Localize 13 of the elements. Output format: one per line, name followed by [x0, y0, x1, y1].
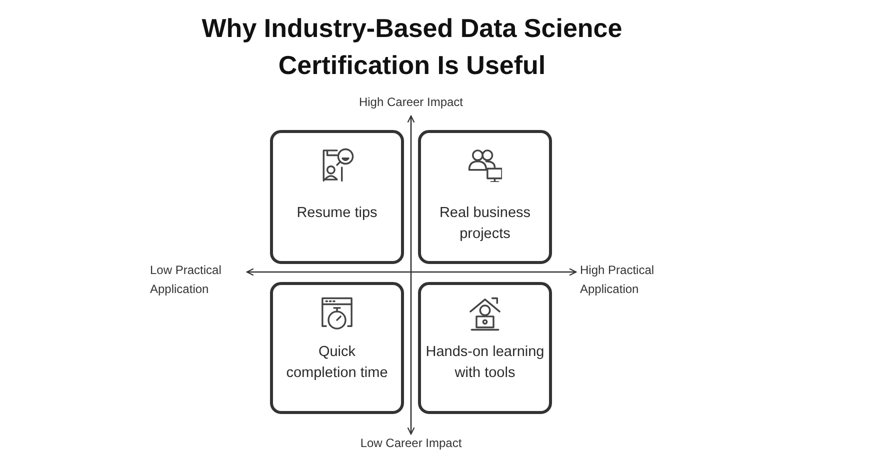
axis-label: High Practical Application [580, 262, 656, 298]
quadrant-text: Real business projects [438, 204, 532, 244]
quadrant-text: Hands-on learning with tools [424, 343, 546, 383]
quadrant-card [270, 282, 404, 414]
axis-label: Low Career Impact [359, 435, 463, 452]
axis-label: High Career Impact [358, 94, 464, 111]
axis-label: Low Practical Application [150, 262, 222, 298]
quadrant-text: Resume tips [296, 204, 378, 223]
title: Why Industry-Based Data Science Certification Is Useful [200, 12, 624, 82]
quadrant-card [270, 130, 404, 264]
quadrant-card [418, 282, 552, 414]
quadrant-text: Quick completion time [285, 343, 389, 383]
quadrant-card [418, 130, 552, 264]
